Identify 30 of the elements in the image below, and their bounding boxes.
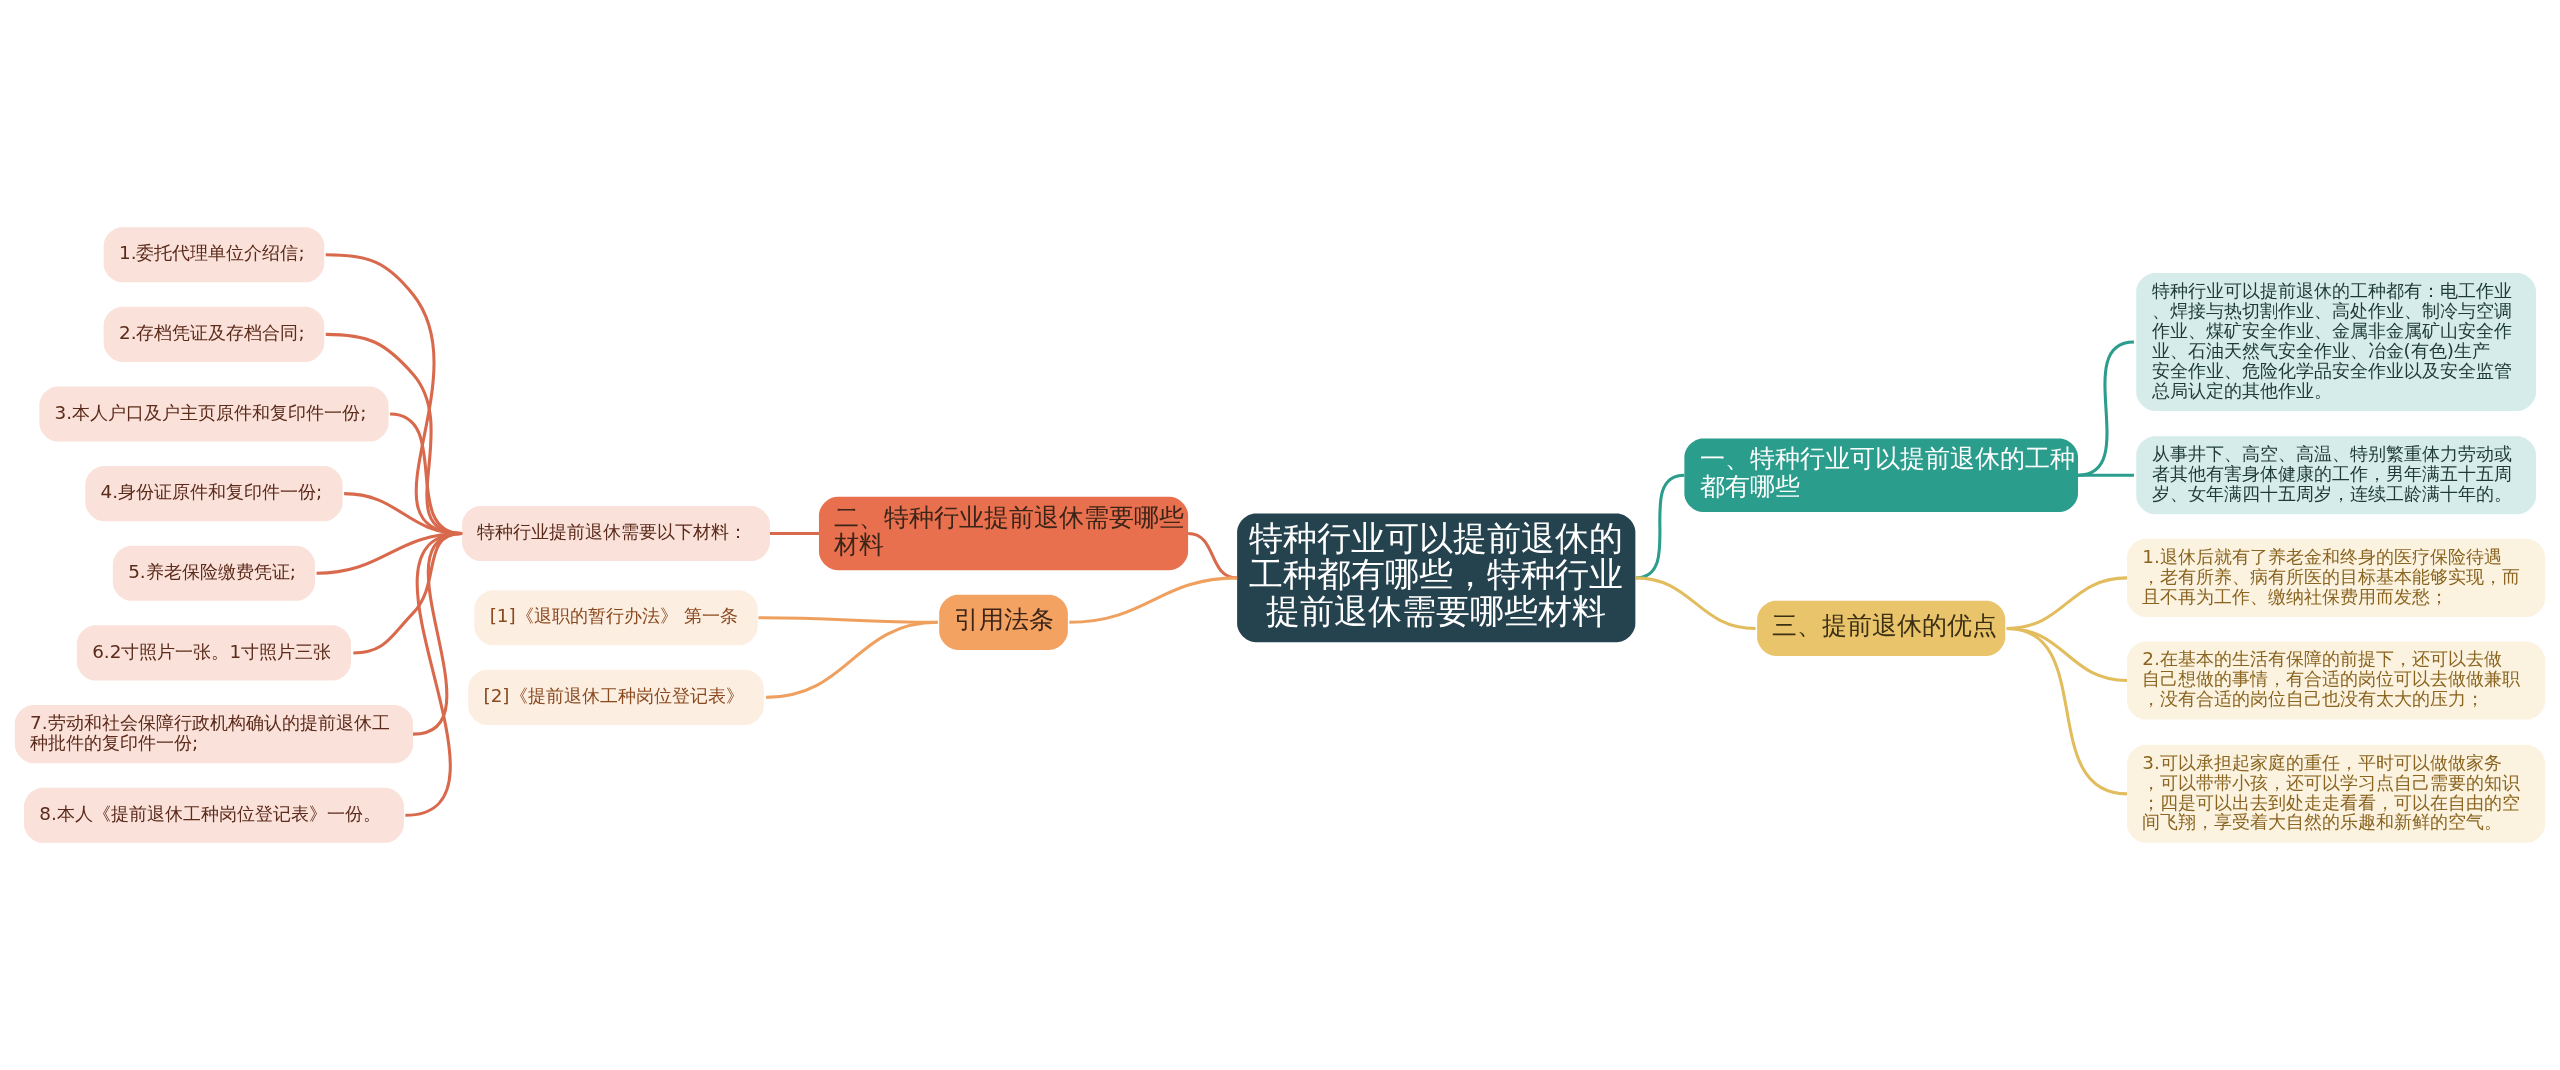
connector xyxy=(2006,626,2128,796)
node-box: 1.退休后就有了养老金和终身的医疗保险待遇，老有所养、病有所医的目标基本能够实现，而且不再为工作、缴纳社保费用而发愁； xyxy=(2127,538,2546,617)
node-box: 特种行业可以提前退休的工种都有哪些，特种行业提前退休需要哪些材料 xyxy=(1237,513,1636,643)
connector xyxy=(1635,576,1756,630)
node-box: 6.2寸照片一张。1寸照片三张 xyxy=(76,625,351,681)
node-box: 4.身份证原件和复印件一份; xyxy=(85,466,343,522)
node-box: 一、特种行业可以提前退休的工种都有哪些 xyxy=(1684,438,2078,512)
node-box: 三、提前退休的优点 xyxy=(1757,600,2006,656)
node-box: 特种行业可以提前退休的工种都有：电工作业、焊接与热切割作业、高处作业、制冷与空调作业、煤矿安全作业、金属非金属矿山安全作业、石油天然气安全作业、冶金(有色)生产安全作业、危险化学品安全作业以及安全监管总局认定的其他作业。 xyxy=(2136,273,2536,411)
node-box: 特种行业提前退休需要以下材料： xyxy=(462,505,770,562)
node-box: 2.在基本的生活有保障的前提下，还可以去做自己想做的事情，有合适的岗位可以去做做兼职，没有合适的岗位自己也没有太大的压力； xyxy=(2127,641,2546,720)
node-box: 从事井下、高空、高温、特别繁重体力劳动或者其他有害身体健康的工作，男年满五十五周岁、女年满四十五周岁，连续工龄满十年的。 xyxy=(2136,436,2536,515)
connector xyxy=(1635,473,1685,580)
node-box: 2.存档凭证及存档合同; xyxy=(103,306,325,362)
node-box: 3.可以承担起家庭的重任，平时可以做做家务，可以带带小孩，还可以学习点自己需要的知识；四是可以出去到处走走看看，可以在自由的空间飞翔，享受着大自然的乐趣和新鲜的空气。 xyxy=(2127,744,2546,843)
connector xyxy=(405,531,463,817)
connector xyxy=(1069,576,1238,624)
connector xyxy=(766,620,938,699)
node-box: 引用法条 xyxy=(939,594,1068,650)
node-box: [2]《提前退休工种岗位登记表》 xyxy=(468,669,764,725)
node-box: 5.养老保险缴费凭证; xyxy=(112,545,315,601)
connector xyxy=(2077,340,2135,477)
node-box: 3.本人户口及户主页原件和复印件一份; xyxy=(39,386,389,442)
node-box: 二、特种行业提前退休需要哪些材料 xyxy=(818,496,1189,571)
node-box: 7.劳动和社会保障行政机构确认的提前退休工种批件的复印件一份; xyxy=(14,705,414,764)
connector xyxy=(2078,473,2134,477)
node-box: [1]《退职的暂行办法》 第一条 xyxy=(474,590,758,646)
node-box: 1.委托代理单位介绍信; xyxy=(103,227,325,283)
node-box: 8.本人《提前退休工种岗位登记表》一份。 xyxy=(24,787,404,843)
connector xyxy=(769,531,819,535)
